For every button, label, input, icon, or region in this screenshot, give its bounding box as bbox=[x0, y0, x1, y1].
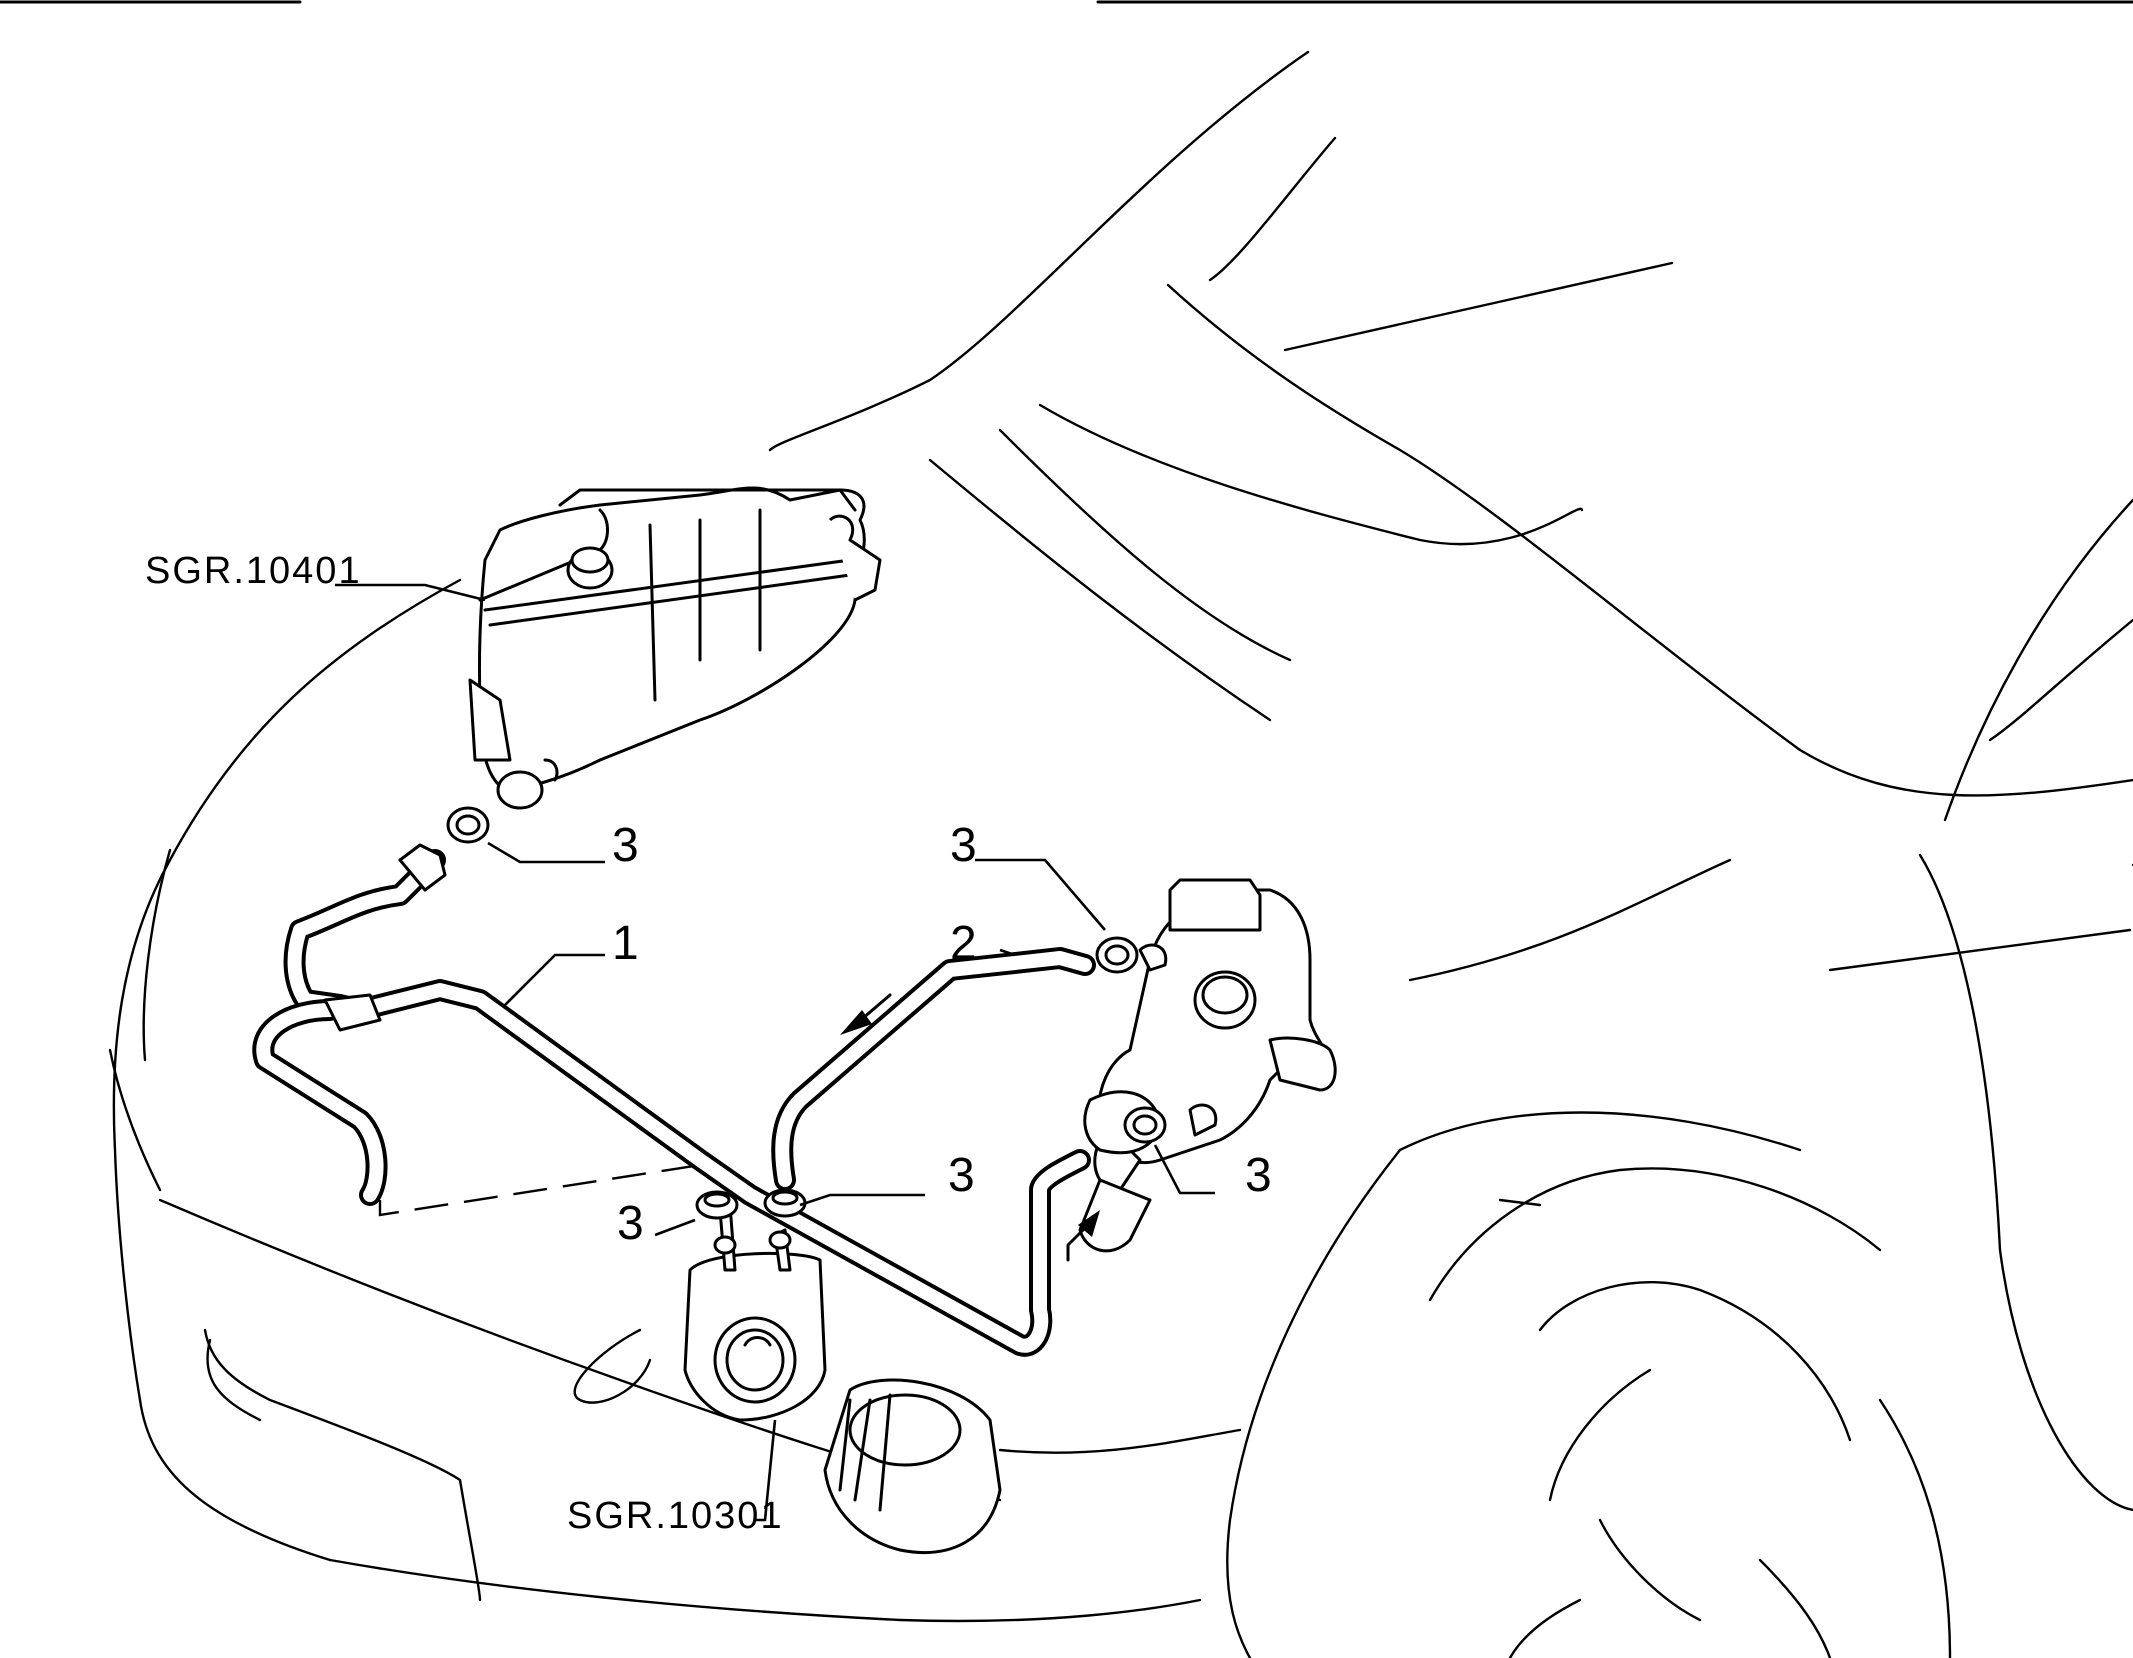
item-label-clamp: 3 bbox=[948, 1149, 975, 1202]
thermostat-housing bbox=[1078, 878, 1337, 1253]
assembly-dashed-line bbox=[378, 1163, 701, 1217]
hose-clamps bbox=[446, 806, 1167, 1220]
ref-label-oil-cooler: SGR.10301 bbox=[567, 1495, 784, 1537]
item-label-clamp: 3 bbox=[617, 1197, 644, 1250]
hose-1 bbox=[252, 843, 1091, 1357]
oil-cooler bbox=[683, 1203, 827, 1422]
hose-2 bbox=[771, 947, 1096, 1191]
expansion-tank bbox=[468, 486, 882, 810]
arrow-icon bbox=[1066, 1210, 1100, 1262]
item-label-hose-1: 1 bbox=[612, 917, 639, 970]
item-label-clamp: 3 bbox=[612, 819, 639, 872]
arrow-icon bbox=[840, 993, 892, 1035]
callout-leaders bbox=[335, 583, 1215, 1522]
oil-filter bbox=[823, 1378, 1002, 1554]
item-label-hose-2: 2 bbox=[950, 917, 977, 970]
item-label-clamp: 3 bbox=[1245, 1149, 1272, 1202]
item-label-clamp: 3 bbox=[950, 819, 977, 872]
ref-label-expansion-tank: SGR.10401 bbox=[145, 550, 362, 592]
